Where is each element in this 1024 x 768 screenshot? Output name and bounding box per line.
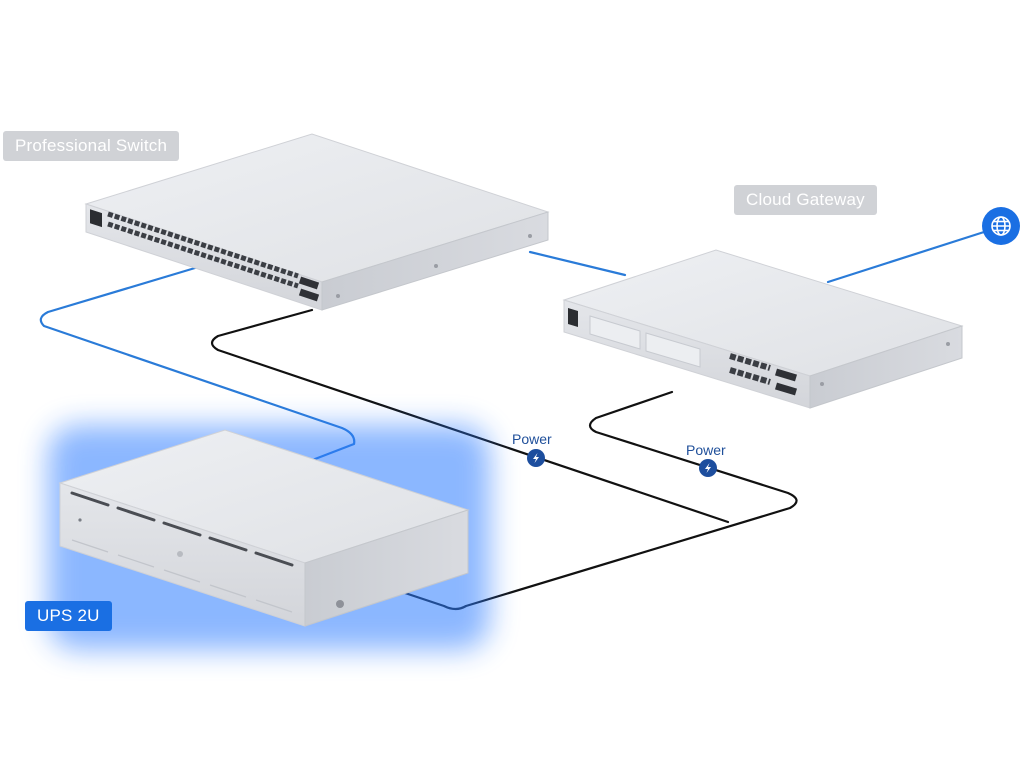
- switch-device: [84, 133, 550, 311]
- gateway-label: Cloud Gateway: [734, 185, 877, 215]
- link-gateway-to-internet: [826, 230, 986, 284]
- gateway-ports: [729, 353, 798, 396]
- lightning-icon: [699, 459, 717, 477]
- power-label-right: Power: [686, 442, 726, 458]
- gateway-device: [562, 249, 964, 409]
- ups-label: UPS 2U: [25, 601, 112, 631]
- switch-label: Professional Switch: [3, 131, 180, 161]
- power-label-left: Power: [512, 431, 552, 447]
- power-cable-switch: [210, 308, 730, 524]
- globe-icon: [982, 207, 1020, 245]
- switch-ports: [107, 211, 320, 302]
- ups-device: [58, 429, 470, 627]
- link-switch-to-gateway: [528, 250, 627, 277]
- lightning-icon: [527, 449, 545, 467]
